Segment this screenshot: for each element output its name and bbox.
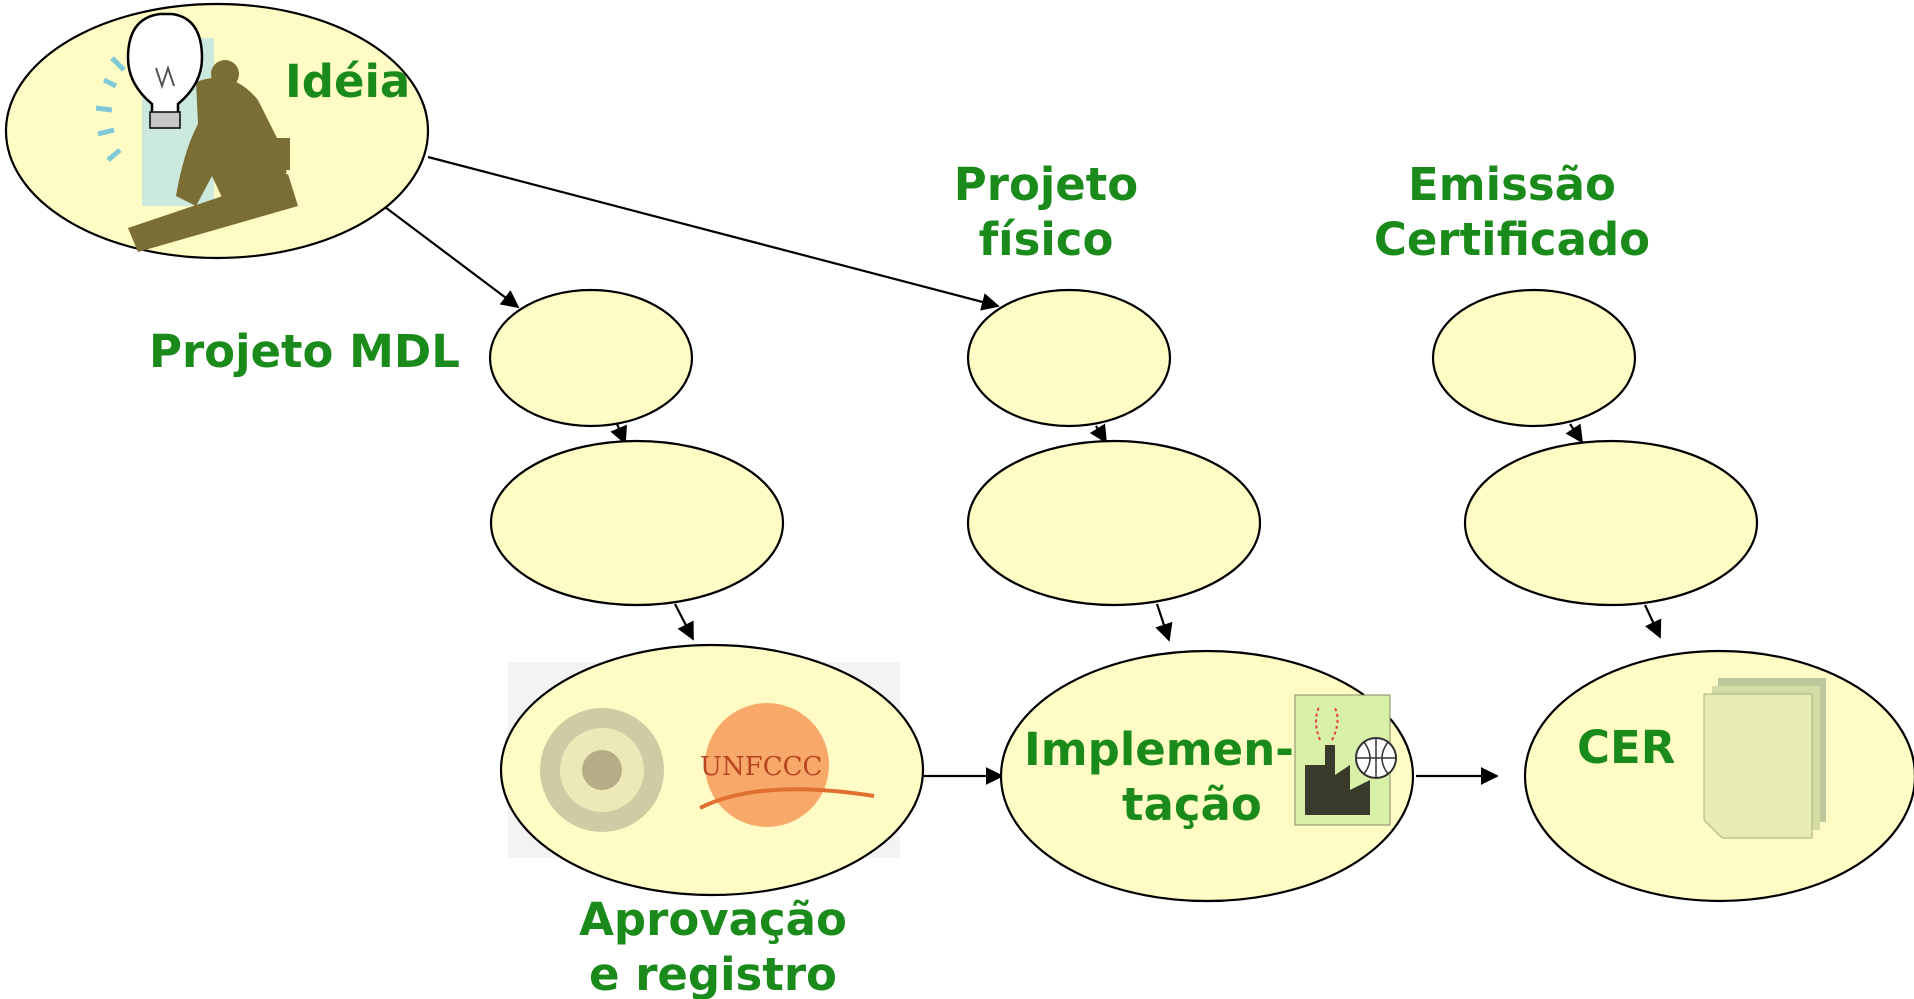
label-ideia: Idéia: [285, 55, 410, 108]
unfccc-logo-icon: UNFCCC: [699, 703, 875, 827]
label-cer: CER: [1577, 721, 1675, 774]
factory-globe-icon: [1294, 694, 1397, 826]
edge-mdl2-aprovacao: [674, 603, 694, 641]
label-implementacao-line1: Implemen-: [1024, 723, 1294, 776]
lightbulb-man-icon: [95, 12, 298, 252]
node-aprovacao: UNFCCC: [499, 643, 925, 897]
edge-mdl1-mdl2: [610, 423, 628, 445]
edge-fis2-implementacao: [1155, 603, 1173, 642]
edge-em2-cer: [1644, 604, 1662, 639]
node-projeto-fisico-step2: [966, 439, 1262, 607]
document-stack-icon: [1703, 678, 1826, 839]
label-projeto-mdl: Projeto MDL: [149, 325, 460, 378]
node-emissao-step2: [1463, 439, 1759, 607]
label-emissao-line2: Certificado: [1374, 213, 1650, 266]
node-ideia: Idéia: [4, 2, 430, 260]
node-projeto-mdl-step1: [488, 288, 694, 428]
edge-em1-em2: [1565, 423, 1583, 444]
node-implementacao: Implemen- tação: [999, 649, 1415, 903]
label-projeto-fisico-line1: Projeto: [954, 158, 1138, 211]
node-projeto-fisico-step1: [966, 288, 1172, 428]
label-emissao-line1: Emissão: [1408, 158, 1616, 211]
label-implementacao-line2: tação: [1122, 778, 1262, 831]
label-aprovacao-line2: e registro: [589, 948, 837, 999]
node-projeto-mdl-step2: [489, 439, 785, 607]
node-emissao-step1: [1431, 288, 1637, 428]
label-aprovacao-line1: Aprovação: [579, 893, 847, 946]
edge-ideia-projeto-fisico: [427, 155, 1000, 311]
label-projeto-fisico-line2: físico: [979, 213, 1114, 266]
unfccc-logo-text: UNFCCC: [700, 752, 822, 782]
edge-ideia-projeto-mdl: [384, 206, 520, 309]
node-cer: CER: [1523, 649, 1914, 903]
un-emblem-icon: [540, 708, 664, 832]
edge-fis1-fis2: [1089, 423, 1107, 444]
